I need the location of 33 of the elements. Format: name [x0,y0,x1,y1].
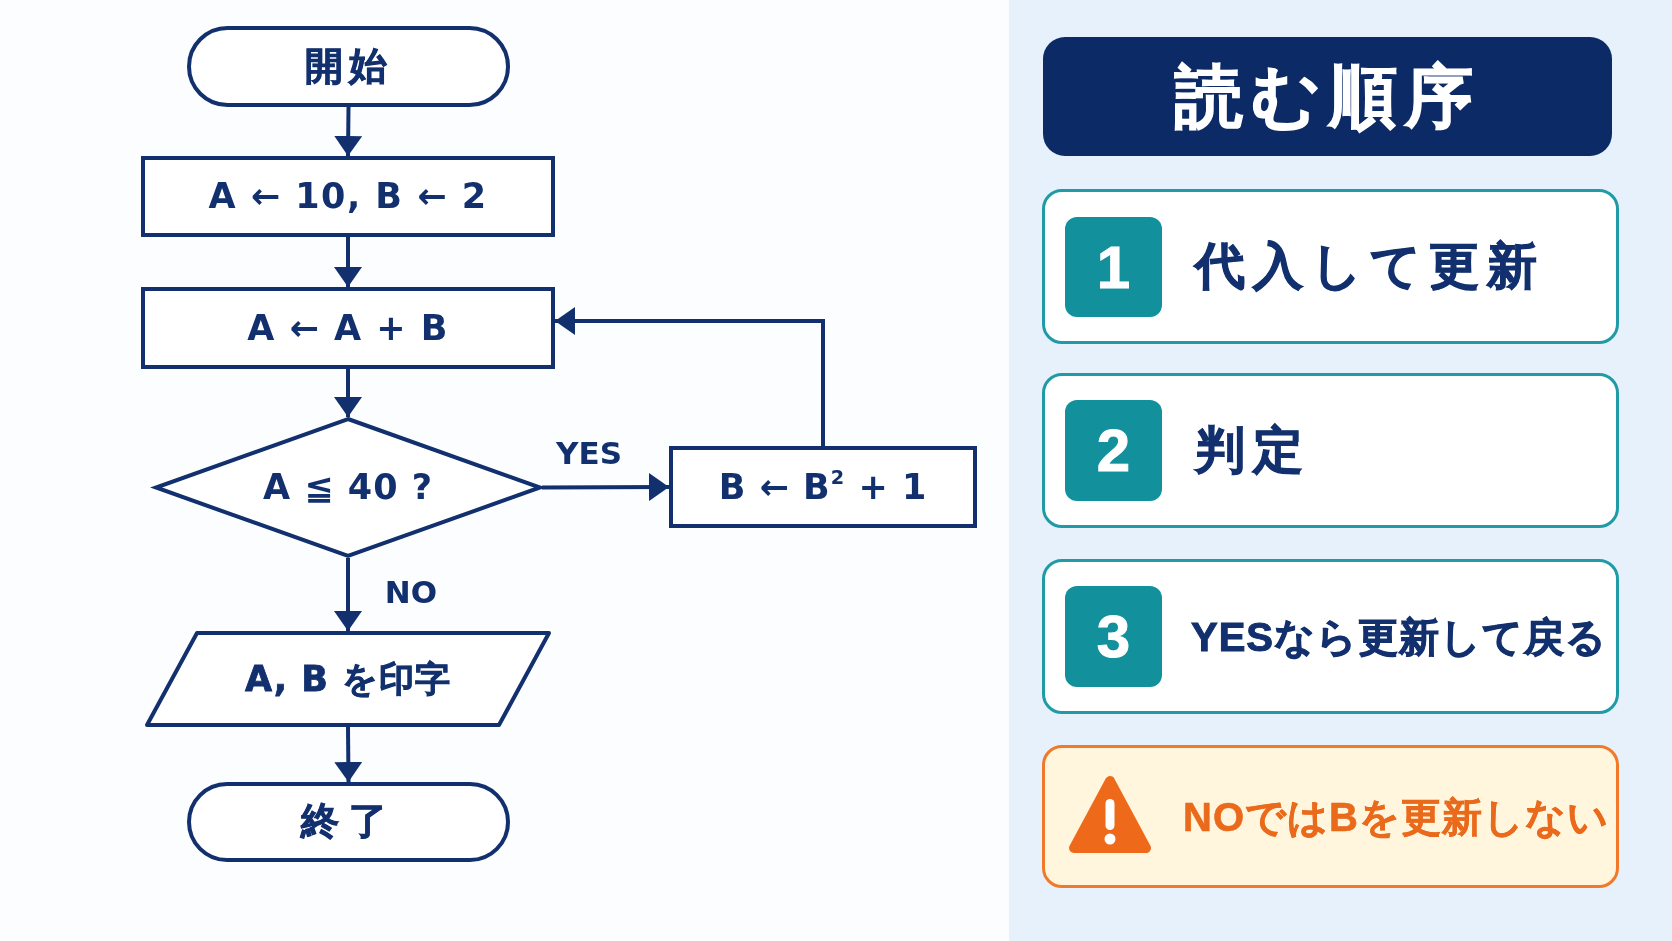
step-text: 代入して更新 [1195,237,1545,296]
step-card [1042,373,1619,528]
warning-text: NOではBを更新しない [1183,793,1609,840]
output-text: A, B を印字 [244,658,452,700]
process-text: A ← 10, B ← 2 [208,176,488,217]
heading-banner [1043,37,1612,156]
process-text: A ← A + B [247,307,449,349]
step-text: 判定 [1195,421,1311,480]
terminal-text: 開始 [304,44,393,89]
flow-arrow [334,237,362,287]
flow-arrow [542,473,669,502]
flow-arrow [334,106,363,157]
process-rectangle [141,156,555,237]
heading-text: 読む順序 [1174,57,1481,136]
process-text: B ← B$^{2}$ + 1 [718,466,928,508]
step-number: 2 [1096,416,1131,485]
output-parallelogram [145,631,551,727]
step-number-tile [1065,586,1162,687]
flow-arrow [334,726,363,783]
step-number: 1 [1096,232,1131,302]
flow-arrow [334,558,362,631]
process-rectangle [141,287,555,369]
step-card [1042,559,1619,714]
step-number-tile [1065,217,1162,317]
process-rectangle [669,446,977,528]
terminal-text: 終了 [300,800,397,844]
warning-card [1042,745,1619,888]
flow-arrow [334,369,362,417]
flow-arrow [555,307,825,446]
step-card [1042,189,1619,344]
step-number: 3 [1096,602,1131,671]
step-text: YESなら更新して戻る [1191,613,1608,660]
step-number-tile [1065,400,1162,501]
